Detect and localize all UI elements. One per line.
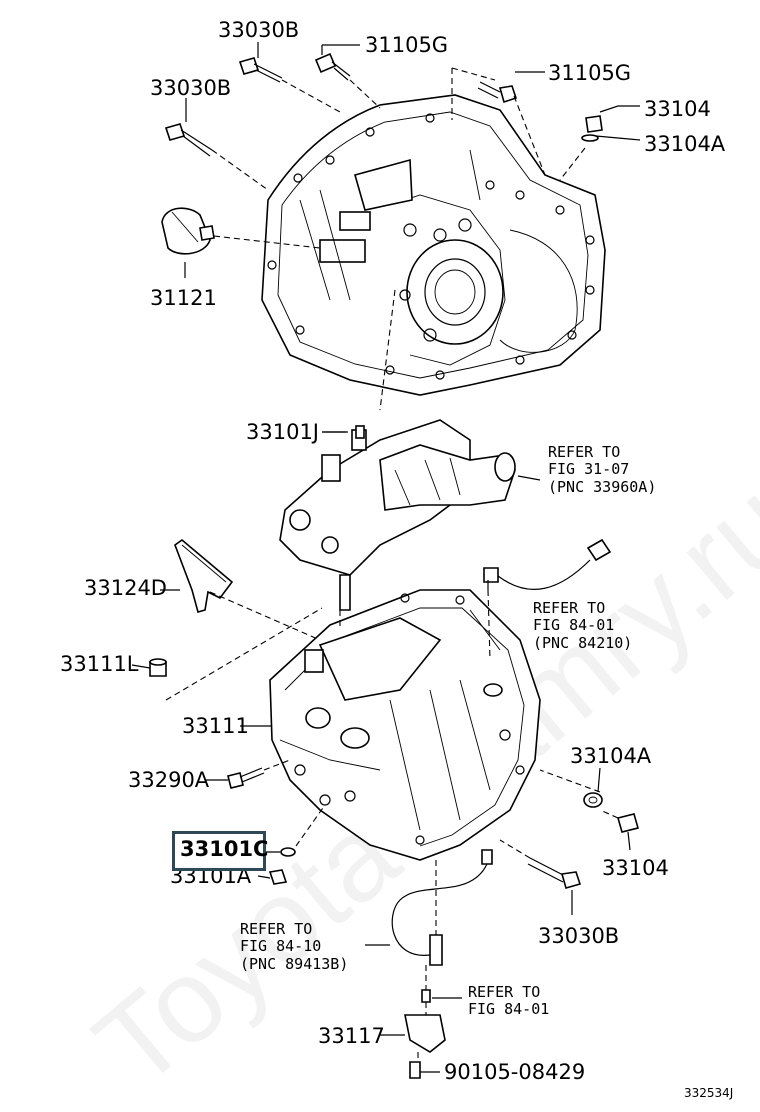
reference-line: FIG 31-07 xyxy=(548,460,630,479)
reference-fig-84-01-switch[interactable]: REFER TO FIG 84-01 (PNC 84210) xyxy=(533,599,633,652)
upper-leader-lines xyxy=(184,42,641,411)
highlight-box xyxy=(172,831,266,871)
part-label-33101j[interactable]: 33101J xyxy=(246,420,319,444)
reference-line: (PNC 89413B) xyxy=(240,954,349,973)
reference-line: REFER TO xyxy=(548,443,621,461)
reference-line: FIG 84-10 xyxy=(240,937,322,956)
reference-line: FIG 84-01 xyxy=(533,616,615,635)
part-label-33290a[interactable]: 33290A xyxy=(128,768,210,792)
part-label-31105g-top[interactable]: 31105G xyxy=(365,33,449,57)
part-label-33104-top[interactable]: 33104 xyxy=(644,97,711,121)
part-label-33104a-bottom[interactable]: 33104A xyxy=(570,744,652,768)
lower-leader-lines xyxy=(131,431,631,1073)
part-label-33111[interactable]: 33111 xyxy=(182,714,249,738)
reference-line: (PNC 84210) xyxy=(533,633,633,652)
part-label-33124d[interactable]: 33124D xyxy=(84,576,167,600)
part-label-33030b-top[interactable]: 33030B xyxy=(218,18,300,42)
clutch-housing-drawing xyxy=(261,94,606,396)
part-label-33104a-top[interactable]: 33104A xyxy=(644,132,726,156)
reference-line: REFER TO xyxy=(468,983,541,1001)
part-label-33117[interactable]: 33117 xyxy=(318,1024,385,1048)
reference-fig-84-01-bracket[interactable]: REFER TO FIG 84-01 xyxy=(468,983,550,1019)
part-label-31121[interactable]: 31121 xyxy=(150,286,217,310)
reference-fig-31-07[interactable]: REFER TO FIG 31-07 (PNC 33960A) xyxy=(548,443,657,496)
part-label-33104-bottom[interactable]: 33104 xyxy=(602,856,669,880)
shift-lever-assembly-drawing xyxy=(279,419,516,611)
transmission-case-drawing xyxy=(269,589,541,861)
part-label-33101c-highlighted[interactable]: 33101C xyxy=(180,837,269,861)
reference-fig-84-10[interactable]: REFER TO FIG 84-10 (PNC 89413B) xyxy=(240,920,349,973)
reference-line: (PNC 33960A) xyxy=(548,477,657,496)
reference-line: REFER TO xyxy=(533,599,606,617)
reference-line: FIG 84-01 xyxy=(468,1000,550,1019)
illustration-number: 332534J xyxy=(684,1086,734,1100)
part-label-90105-08429[interactable]: 90105-08429 xyxy=(444,1060,586,1084)
part-label-33030b-left[interactable]: 33030B xyxy=(150,76,232,100)
reference-line: REFER TO xyxy=(240,920,313,938)
part-label-33111l[interactable]: 33111L xyxy=(60,652,139,676)
part-label-33030b-bottom[interactable]: 33030B xyxy=(538,924,620,948)
part-label-31105g-right[interactable]: 31105G xyxy=(548,61,632,85)
lower-fasteners-drawing xyxy=(149,538,639,1079)
upper-fasteners-drawing xyxy=(161,52,603,255)
